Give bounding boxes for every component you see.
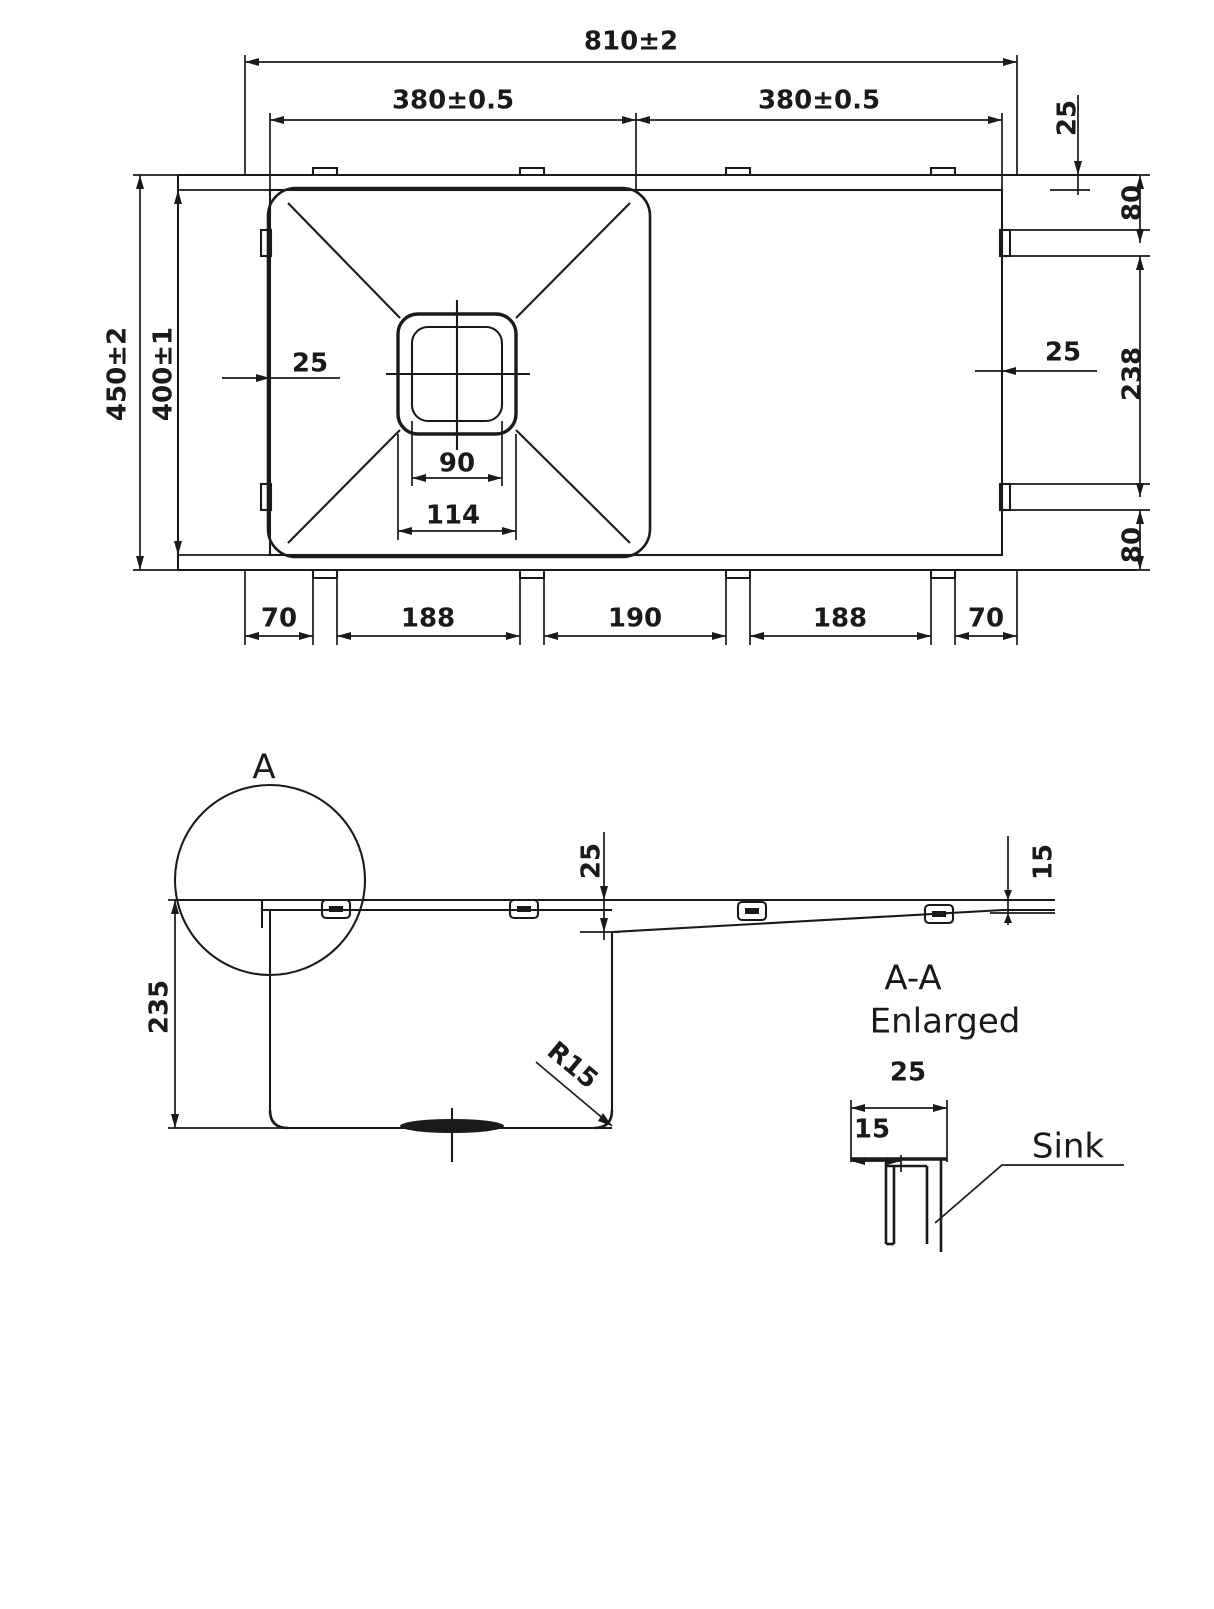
dim-detail-25 <box>850 1100 948 1162</box>
dim-drain-inner-90 <box>411 421 503 486</box>
leader-sink <box>934 1164 1124 1224</box>
bowl-taper-diagonals <box>287 202 631 544</box>
dim-overall-height <box>133 174 178 571</box>
dim-section-rim-25 <box>580 832 620 940</box>
sink-callout-label: Sink <box>1032 1127 1105 1167</box>
dim-inner-width-left <box>269 113 637 190</box>
dim-label-right-flange: 25 <box>1045 338 1081 368</box>
dim-detail-15 <box>851 1155 902 1172</box>
dim-label-overall-height: 450±2 <box>103 327 133 421</box>
dim-section-depth-235 <box>168 899 288 1129</box>
dim-label-right-chain-2: 80 <box>1118 527 1148 563</box>
dim-label-bottom-chain-2: 190 <box>608 604 662 634</box>
dim-drain-outer-114 <box>397 434 517 540</box>
dim-label-bottom-chain-4: 70 <box>968 604 1004 634</box>
dim-label-right-chain-0: 80 <box>1118 185 1148 221</box>
dim-label-section-rim-left: 25 <box>577 843 607 879</box>
dim-label-inner-width-left: 380±0.5 <box>392 86 514 116</box>
dim-label-drain-outer: 114 <box>426 501 480 531</box>
plan-view-group <box>133 55 1150 645</box>
dim-label-detail-lip: 15 <box>854 1115 890 1145</box>
mounting-clip-bottom <box>311 570 957 580</box>
mounting-clip-side <box>259 228 1012 512</box>
leader-r15 <box>535 1061 613 1127</box>
enlarged-detail-group <box>850 1100 1124 1252</box>
dim-left-flange-25 <box>222 374 340 382</box>
dim-label-left-flange: 25 <box>292 349 328 379</box>
section-clip <box>320 898 955 925</box>
dim-label-inner-width-right: 380±0.5 <box>758 86 880 116</box>
dim-label-bottom-chain-3: 188 <box>813 604 867 634</box>
dim-bottom-chain <box>244 570 1018 645</box>
dim-label-corner-radius: R15 <box>541 1036 603 1095</box>
sink-bowl-outline <box>266 186 652 559</box>
dim-label-inner-height: 400±1 <box>149 327 179 421</box>
dim-right-flange-25 <box>975 367 1097 375</box>
dim-label-detail-width: 25 <box>890 1058 926 1088</box>
dim-section-rim-15 <box>990 836 1055 925</box>
dim-overall-width <box>244 55 1018 175</box>
dim-inner-width-right <box>636 113 1003 190</box>
section-view-group <box>168 783 1055 1162</box>
drain-center-lines <box>386 300 530 450</box>
dim-label-right-chain-1: 238 <box>1118 347 1148 401</box>
dim-label-section-rim-right: 15 <box>1029 844 1059 880</box>
detail-marker-a: A <box>252 748 275 788</box>
mounting-clip-top <box>311 166 957 177</box>
dim-inner-height <box>174 189 270 556</box>
dim-top-flange-25 <box>1050 95 1090 195</box>
dim-label-drain-inner: 90 <box>439 449 475 479</box>
enlarged-title-line2: Enlarged <box>870 1002 1021 1042</box>
dim-label-overall-width: 810±2 <box>584 27 678 57</box>
dim-label-bottom-chain-1: 188 <box>401 604 455 634</box>
dim-right-chain <box>1010 174 1150 571</box>
dim-label-section-depth: 235 <box>145 980 175 1034</box>
enlarged-title-line1: A-A <box>884 959 941 999</box>
dim-label-top-flange: 25 <box>1053 100 1083 136</box>
dim-label-bottom-chain-0: 70 <box>261 604 297 634</box>
